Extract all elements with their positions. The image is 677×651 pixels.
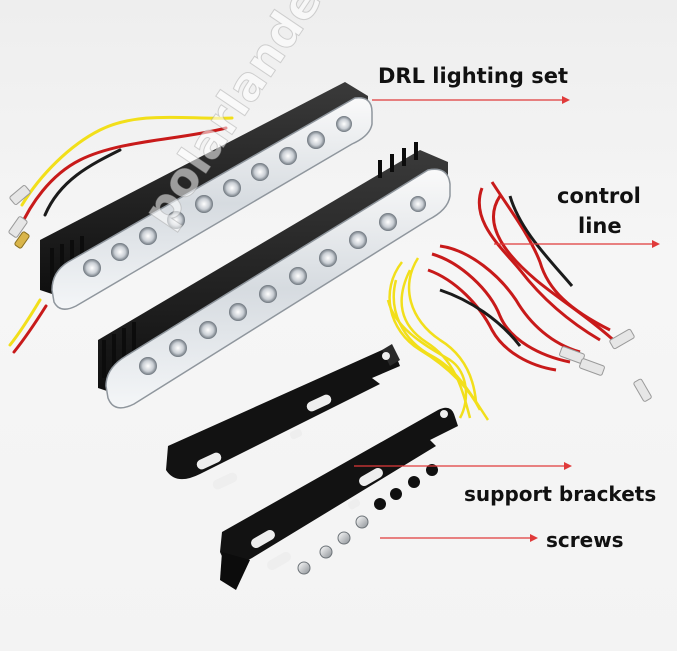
control-line-label-line1: control — [557, 184, 641, 208]
callout-arrows — [354, 96, 660, 542]
control-line-label-line2: line — [578, 214, 622, 238]
screws-label: screws — [546, 528, 624, 552]
drl-lighting-set-label: DRL lighting set — [378, 64, 568, 88]
black-screw-nuts — [374, 464, 438, 510]
support-brackets-label: support brackets — [464, 482, 657, 506]
red-control-line-coils — [427, 181, 622, 372]
control-line-connectors — [559, 328, 652, 402]
yellow-wire-coil — [386, 257, 490, 421]
support-bracket-front — [220, 407, 458, 590]
silver-screws — [297, 515, 369, 575]
light-wires — [8, 115, 234, 354]
support-bracket-back — [166, 344, 400, 490]
drl-light-bar-back — [40, 82, 373, 310]
drl-light-bar-front — [98, 142, 451, 409]
wire-connectors — [8, 185, 31, 249]
